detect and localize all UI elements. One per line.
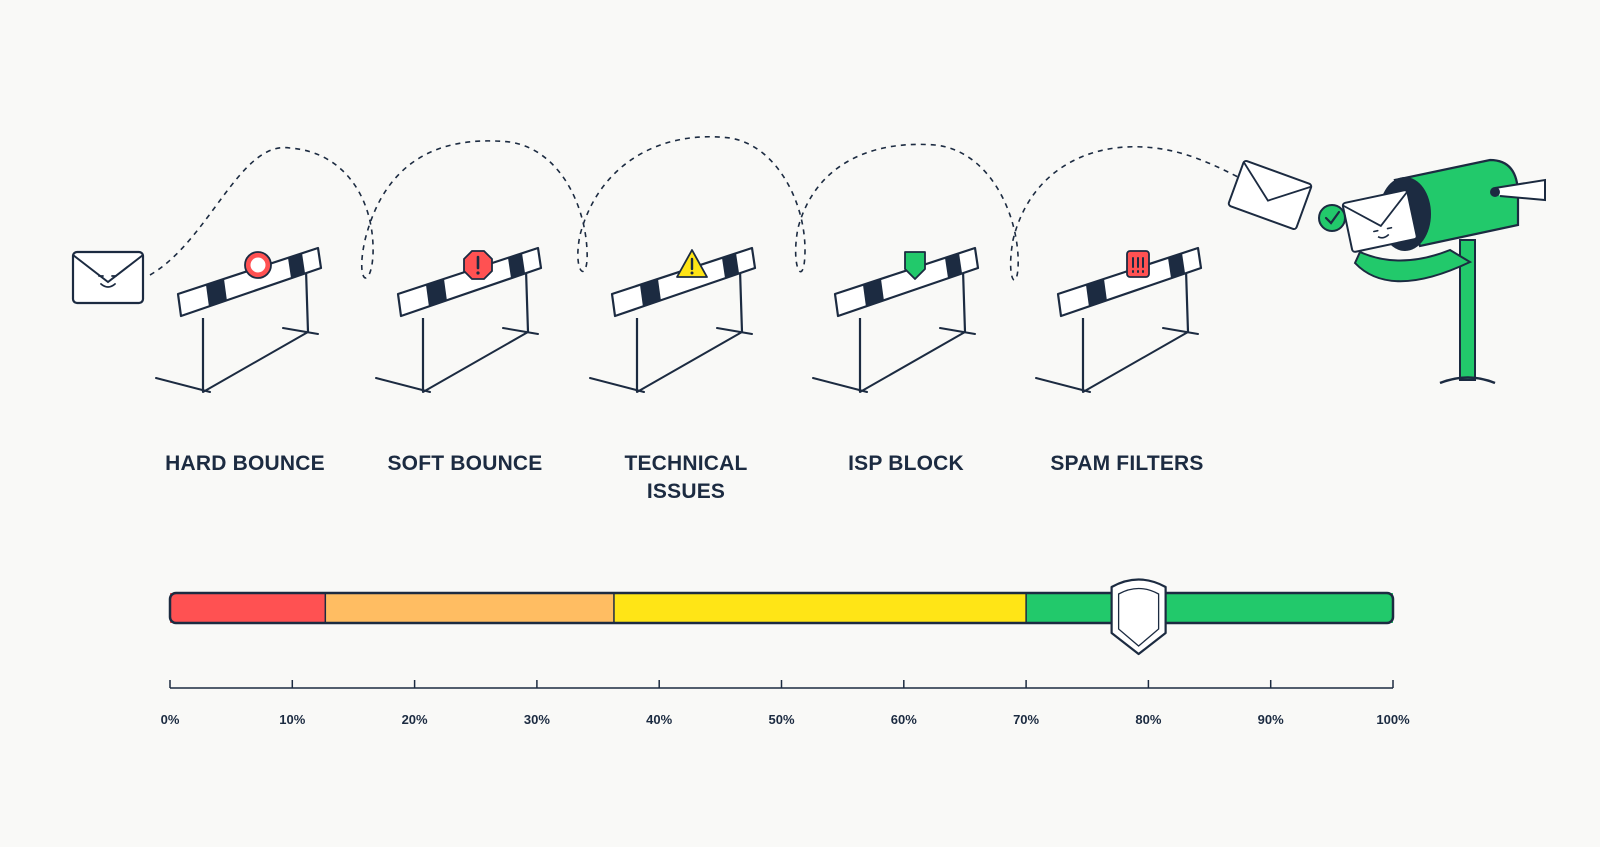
- scale-bar-outline: [168, 591, 1395, 625]
- obstacle-label: HARD BOUNCE: [145, 450, 345, 478]
- no-entry-icon: [244, 251, 272, 279]
- flying-envelope-icon: [1227, 159, 1313, 231]
- obstacle-label-line: SPAM FILTERS: [1050, 452, 1204, 475]
- scale-tick-label: 40%: [646, 712, 673, 727]
- scale-tick-label: 20%: [401, 712, 428, 727]
- deliverability-scale: [168, 578, 1395, 689]
- obstacle-label-line: SOFT BOUNCE: [387, 452, 543, 475]
- spam-badge-icon: [1126, 250, 1150, 278]
- scale-marker-icon: [1110, 578, 1167, 656]
- scale-segment: [1026, 593, 1393, 623]
- scale-tick-label: 70%: [1013, 712, 1040, 727]
- scale-segment: [170, 593, 326, 623]
- hurdle: [589, 246, 757, 393]
- scale-tick-label: 60%: [890, 712, 917, 727]
- mailbox-icon: [1318, 158, 1546, 385]
- obstacle-label: ISP BLOCK: [806, 450, 1006, 478]
- scale-tick-label: 0%: [160, 712, 180, 727]
- scale-tick-label: 30%: [523, 712, 550, 727]
- obstacle-label: TECHNICAL ISSUES: [586, 450, 786, 506]
- obstacle-label: SPAM FILTERS: [1027, 450, 1227, 478]
- hurdle: [155, 246, 323, 393]
- scale-tick-label: 100%: [1376, 712, 1410, 727]
- scale-tick-label: 10%: [279, 712, 306, 727]
- warning-icon: [676, 249, 708, 278]
- obstacle-label-line: ISSUES: [646, 480, 726, 503]
- stop-sign-icon: [463, 250, 493, 280]
- scale-tick-label: 90%: [1257, 712, 1284, 727]
- obstacle-label-line: HARD BOUNCE: [165, 452, 325, 475]
- scale-tick-label: 50%: [768, 712, 795, 727]
- scale-segment: [325, 593, 614, 623]
- shield-icon: [904, 251, 926, 280]
- hurdle: [812, 246, 980, 393]
- flight-path: [149, 136, 1241, 281]
- scale-segment: [613, 593, 1027, 623]
- start-envelope-icon: [71, 250, 145, 305]
- hurdle: [1035, 246, 1203, 393]
- obstacle-label-line: TECHNICAL: [624, 452, 748, 475]
- scale-tick-label: 80%: [1135, 712, 1162, 727]
- obstacle-label-line: ISP BLOCK: [848, 452, 964, 475]
- obstacle-label: SOFT BOUNCE: [365, 450, 565, 478]
- hurdle: [375, 246, 543, 393]
